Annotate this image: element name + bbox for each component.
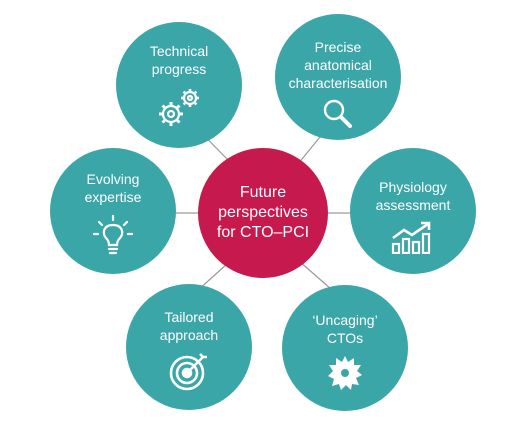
- node-anatomical-characterisation-label: Precise anatomical characterisation: [288, 39, 388, 91]
- node-anatomical-characterisation: Precise anatomical characterisation: [275, 14, 401, 140]
- magnifying-glass-icon: [321, 98, 355, 133]
- saw-blade-icon: [327, 355, 363, 396]
- node-tailored-approach-label: Tailored approach: [159, 309, 219, 343]
- lightbulb-icon: [91, 214, 135, 263]
- node-uncaging-ctos-label: ‘Uncaging’ CTOs: [312, 312, 378, 346]
- node-technical-progress-label: Technical progress: [149, 43, 209, 77]
- node-physiology-assessment: Physiology assessment: [350, 148, 476, 274]
- node-evolving-expertise-label: Evolving expertise: [84, 171, 142, 205]
- rising-bar-chart-icon: [390, 220, 436, 259]
- center-node-label: Future perspectives for CTO–PCI: [216, 184, 310, 241]
- node-uncaging-ctos: ‘Uncaging’ CTOs: [282, 285, 408, 411]
- node-physiology-assessment-label: Physiology assessment: [375, 179, 451, 213]
- node-evolving-expertise: Evolving expertise: [50, 148, 176, 274]
- node-technical-progress: Technical progress: [116, 22, 242, 148]
- gears-icon: [153, 86, 205, 135]
- center-node: Future perspectives for CTO–PCI: [198, 148, 328, 278]
- node-tailored-approach: Tailored approach: [126, 284, 252, 410]
- target-icon: [167, 352, 211, 397]
